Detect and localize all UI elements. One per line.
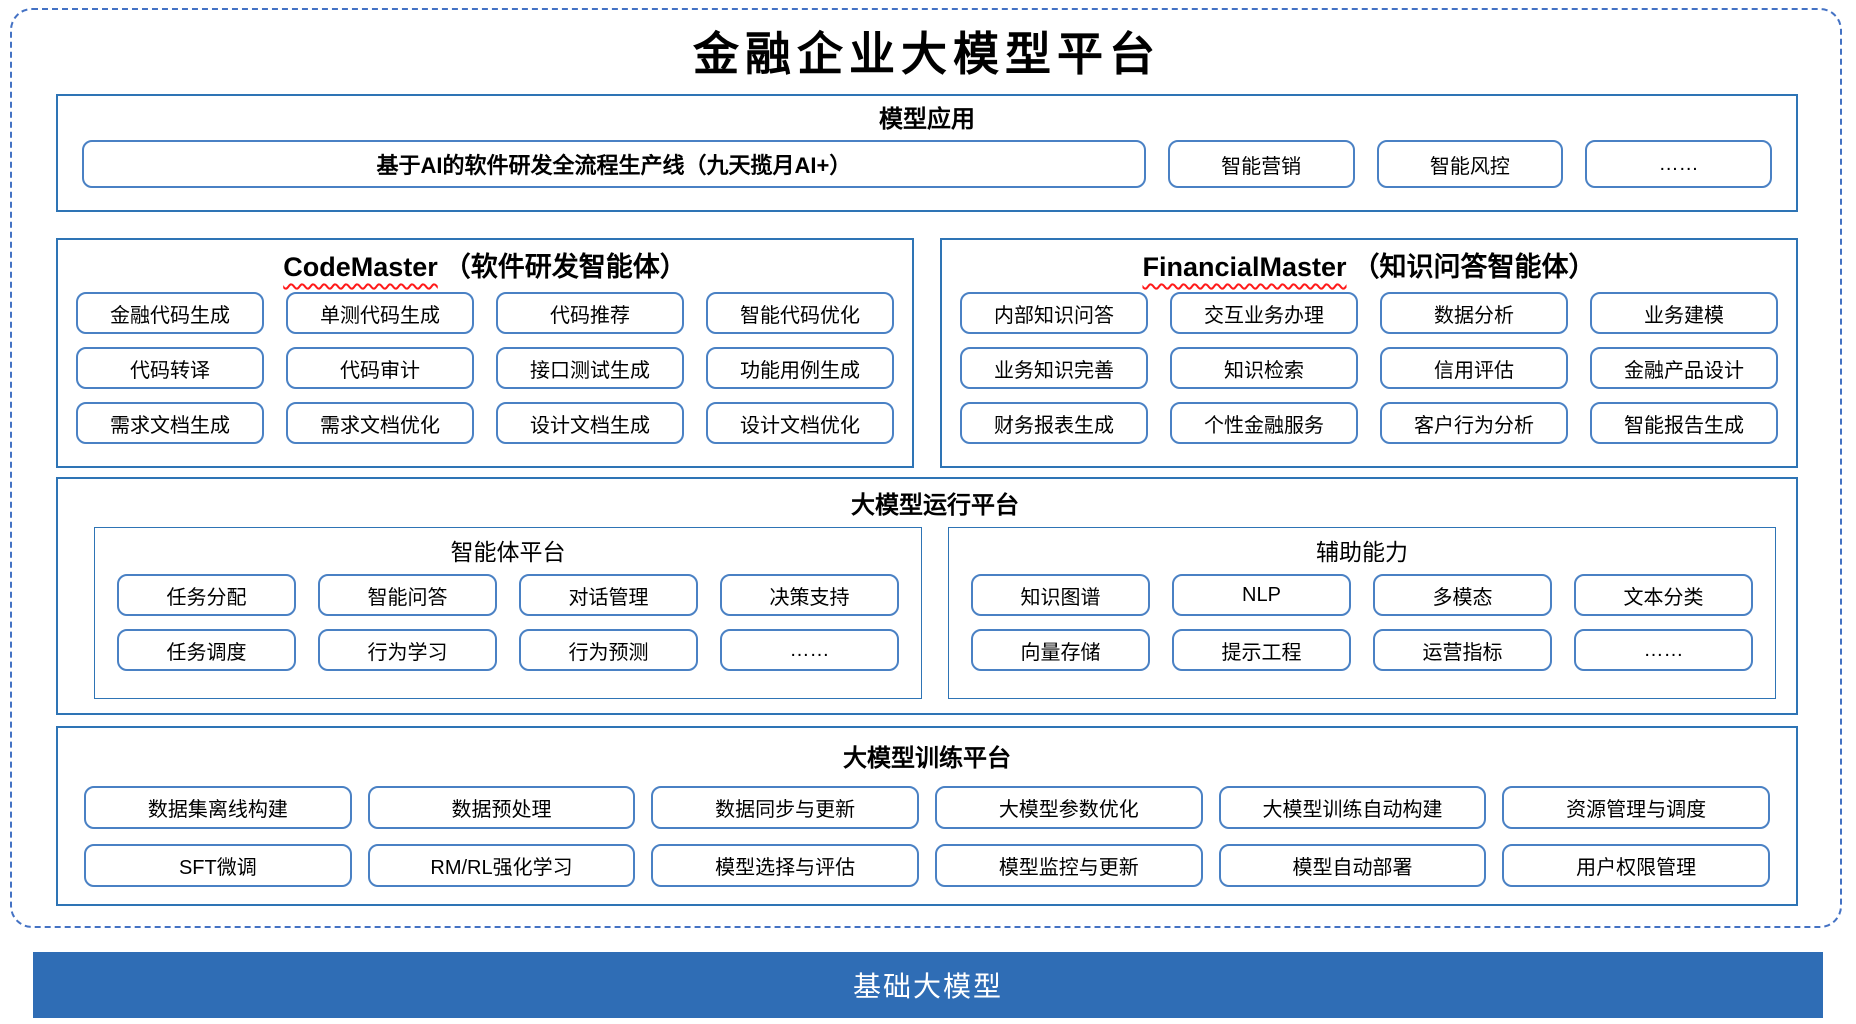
item-button: 模型选择与评估 [651,844,919,887]
app-item-marketing: 智能营销 [1167,140,1355,188]
financial-master-title: FinancialMaster（知识问答智能体） [960,248,1778,288]
section-runtime-platform: 大模型运行平台 智能体平台 任务分配 智能问答 对话管理 决策支持 任务调度 行… [56,477,1798,715]
item-button: 运营指标 [1373,629,1552,671]
item-button: 代码推荐 [496,292,684,334]
financial-master-grid: 内部知识问答 交互业务办理 数据分析 业务建模 业务知识完善 知识检索 信用评估… [960,292,1778,444]
item-button: 客户行为分析 [1380,402,1568,444]
item-button: …… [1574,629,1753,671]
code-master-title-zh: （软件研发智能体） [443,252,687,282]
section-financial-master: FinancialMaster（知识问答智能体） 内部知识问答 交互业务办理 数… [940,238,1798,468]
section-code-master: CodeMaster（软件研发智能体） 金融代码生成 单测代码生成 代码推荐 智… [56,238,914,468]
item-button: 对话管理 [519,574,698,616]
item-button: 任务分配 [117,574,296,616]
item-button: 用户权限管理 [1502,844,1770,887]
item-button: 大模型训练自动构建 [1218,786,1487,829]
item-button: 业务建模 [1590,292,1778,334]
item-button: 数据分析 [1380,292,1568,334]
page-title: 金融企业大模型平台 [693,27,1161,81]
item-button: 功能用例生成 [706,347,894,389]
financial-master-title-zh: （知识问答智能体） [1352,252,1596,282]
item-button: 需求文档生成 [76,402,264,444]
ai-pipeline-box: 基于AI的软件研发全流程生产线（九天揽月AI+） [82,140,1146,188]
item-button: 模型自动部署 [1218,844,1487,887]
item-button: 行为学习 [318,629,497,671]
item-button: 接口测试生成 [496,347,684,389]
item-button: 金融产品设计 [1590,347,1778,389]
item-button: 智能代码优化 [706,292,894,334]
item-button: …… [720,629,899,671]
item-button: 金融代码生成 [76,292,264,334]
item-button: 知识检索 [1170,347,1358,389]
item-button: 数据集离线构建 [84,786,352,829]
item-button: 资源管理与调度 [1502,786,1770,829]
item-button: 知识图谱 [971,574,1150,616]
item-button: NLP [1172,574,1351,616]
item-button: 单测代码生成 [286,292,474,334]
item-button: 智能报告生成 [1590,402,1778,444]
item-button: 文本分类 [1574,574,1753,616]
aux-ability-title: 辅助能力 [1316,539,1408,565]
runtime-row: 智能体平台 任务分配 智能问答 对话管理 决策支持 任务调度 行为学习 行为预测… [94,527,1776,699]
item-button: 个性金融服务 [1170,402,1358,444]
item-button: 设计文档优化 [706,402,894,444]
item-button: 智能问答 [318,574,497,616]
item-button: 行为预测 [519,629,698,671]
model-applications-row: 基于AI的软件研发全流程生产线（九天揽月AI+） 智能营销 智能风控 …… [72,140,1782,188]
item-button: 财务报表生成 [960,402,1148,444]
item-button: 向量存储 [971,629,1150,671]
app-item-risk: 智能风控 [1376,140,1564,188]
base-model-label: 基础大模型 [852,971,1003,1002]
item-button: 模型监控与更新 [934,844,1203,887]
agent-platform-grid: 任务分配 智能问答 对话管理 决策支持 任务调度 行为学习 行为预测 …… [117,574,899,671]
platform-outer-border: 金融企业大模型平台 模型应用 基于AI的软件研发全流程生产线（九天揽月AI+） … [10,8,1842,928]
item-button: 代码转译 [76,347,264,389]
item-button: 数据同步与更新 [651,786,919,829]
item-button: 交互业务办理 [1170,292,1358,334]
aux-ability-grid: 知识图谱 NLP 多模态 文本分类 向量存储 提示工程 运营指标 …… [971,574,1753,671]
model-applications-header: 模型应用 [879,106,975,133]
item-button: 提示工程 [1172,629,1351,671]
item-button: 设计文档生成 [496,402,684,444]
item-button: 信用评估 [1380,347,1568,389]
runtime-platform-header: 大模型运行平台 [851,492,1019,519]
section-training-platform: 大模型训练平台 数据集离线构建 数据预处理 数据同步与更新 大模型参数优化 大模… [56,726,1798,906]
code-master-title: CodeMaster（软件研发智能体） [76,248,894,288]
training-grid: 数据集离线构建 数据预处理 数据同步与更新 大模型参数优化 大模型训练自动构建 … [84,786,1770,887]
item-button: 业务知识完善 [960,347,1148,389]
item-button: 代码审计 [286,347,474,389]
item-button: 需求文档优化 [286,402,474,444]
aux-ability-box: 辅助能力 知识图谱 NLP 多模态 文本分类 向量存储 提示工程 运营指标 …… [948,527,1776,699]
item-button: 大模型参数优化 [934,786,1203,829]
item-button: RM/RL强化学习 [367,844,636,887]
code-master-grid: 金融代码生成 单测代码生成 代码推荐 智能代码优化 代码转译 代码审计 接口测试… [76,292,894,444]
section-model-applications: 模型应用 基于AI的软件研发全流程生产线（九天揽月AI+） 智能营销 智能风控 … [56,94,1798,212]
agent-platform-box: 智能体平台 任务分配 智能问答 对话管理 决策支持 任务调度 行为学习 行为预测… [94,527,922,699]
base-model-bar: 基础大模型 [33,952,1823,1018]
agents-row: CodeMaster（软件研发智能体） 金融代码生成 单测代码生成 代码推荐 智… [56,238,1798,468]
financial-master-title-en: FinancialMaster [1142,252,1347,282]
item-button: 内部知识问答 [960,292,1148,334]
item-button: 数据预处理 [367,786,636,829]
item-button: 多模态 [1373,574,1552,616]
item-button: 决策支持 [720,574,899,616]
code-master-title-en: CodeMaster [283,252,438,282]
app-item-more: …… [1585,140,1773,188]
agent-platform-title: 智能体平台 [450,539,566,565]
item-button: SFT微调 [84,844,352,887]
item-button: 任务调度 [117,629,296,671]
training-platform-header: 大模型训练平台 [843,745,1011,772]
